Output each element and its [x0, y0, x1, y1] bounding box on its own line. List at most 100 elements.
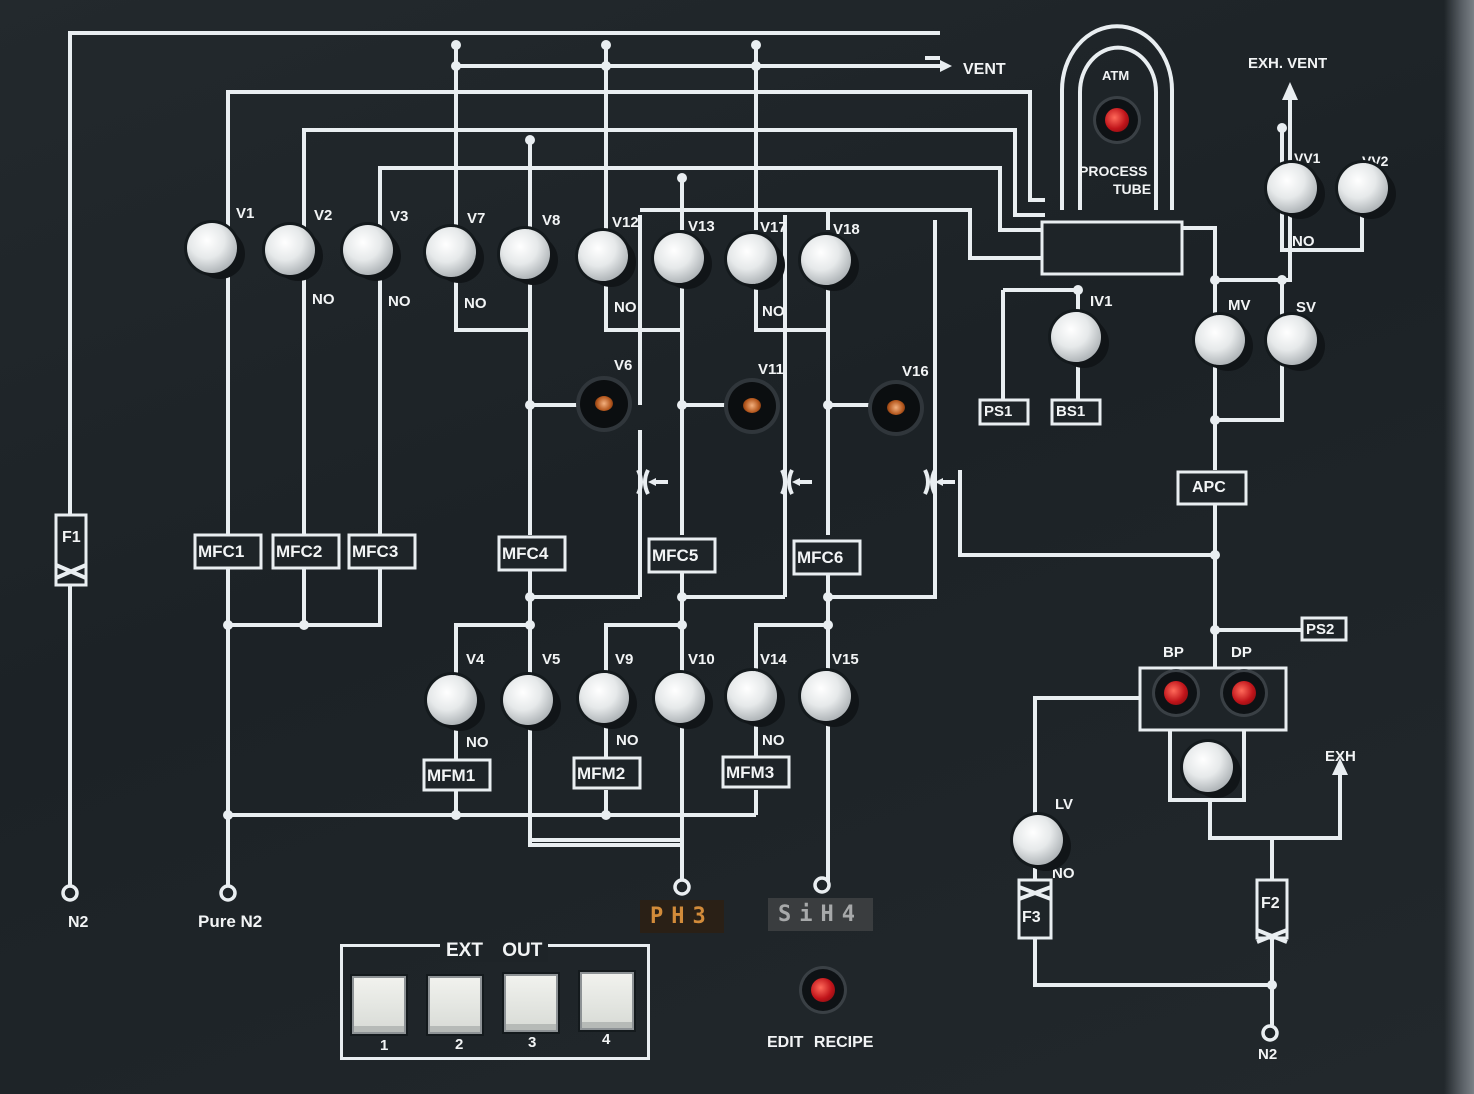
n2-left-port: [61, 884, 79, 902]
n2-right-port: [1261, 1024, 1279, 1042]
valve-v8-label: V8: [542, 212, 561, 229]
valve-vv1-label: VV1: [1294, 150, 1321, 166]
valve-iv1-label: IV1: [1090, 293, 1113, 310]
atm-label: ATM: [1102, 68, 1130, 83]
valve-v16-label: V16: [902, 363, 929, 380]
ext-out-label-3: 3: [528, 1034, 537, 1051]
atm-indicator-lamp: [1096, 99, 1138, 141]
valve-v12-button[interactable]: [578, 231, 628, 281]
valve-v2-label: V2: [314, 207, 333, 224]
exh-label: EXH: [1325, 748, 1356, 765]
dp-label: DP: [1231, 644, 1252, 661]
valve-v9-button[interactable]: [579, 673, 629, 723]
v2-no-label: NO: [312, 291, 335, 308]
valve-v17-label: V17: [760, 219, 787, 236]
v9-no-label: NO: [616, 732, 639, 749]
valve-v12-label: V12: [612, 214, 639, 231]
valve-v17-button[interactable]: [727, 234, 777, 284]
n2-right-label: N2: [1258, 1046, 1278, 1063]
ext-out-label-2: 2: [455, 1036, 464, 1053]
mfc5-label: MFC5: [652, 546, 699, 565]
pump-control-button[interactable]: [1183, 742, 1233, 792]
ph3-port: [673, 878, 691, 896]
mfc2-label: MFC2: [276, 542, 323, 561]
lv-no-label: NO: [1052, 865, 1075, 882]
tube-label: TUBE: [1113, 181, 1152, 197]
valve-v5-button[interactable]: [503, 675, 553, 725]
bp-indicator-lamp: [1155, 672, 1197, 714]
needle-valve-v6[interactable]: [580, 380, 628, 428]
ext-out-button-4[interactable]: [580, 972, 634, 1030]
valve-v9-label: V9: [615, 651, 634, 668]
mfm2-label: MFM2: [577, 764, 626, 783]
exh-vent-label: EXH. VENT: [1248, 55, 1328, 72]
bs1-label: BS1: [1056, 403, 1086, 420]
valve-lv-label: LV: [1055, 796, 1074, 813]
valve-v15-label: V15: [832, 651, 859, 668]
bp-label: BP: [1163, 644, 1184, 661]
n2-left-label: N2: [68, 914, 89, 931]
pure-n2-label: Pure N2: [198, 912, 263, 931]
sih4-nameplate: SiH4: [768, 898, 873, 931]
needle-valve-v11[interactable]: [728, 382, 776, 430]
dp-indicator-lamp: [1223, 672, 1265, 714]
ext-out-button-3[interactable]: [504, 974, 558, 1032]
valve-v15-button[interactable]: [801, 671, 851, 721]
process-label: PROCESS: [1079, 163, 1148, 179]
edit-recipe-lamp: [802, 969, 844, 1011]
filter-f1-label: F1: [62, 529, 81, 546]
ph3-nameplate: PH3: [640, 900, 724, 933]
v12-no-label: NO: [614, 299, 637, 316]
valve-v3-button[interactable]: [343, 225, 393, 275]
valve-v18-button[interactable]: [801, 235, 851, 285]
valve-lv-button[interactable]: [1013, 815, 1063, 865]
valve-iv1-button[interactable]: [1051, 312, 1101, 362]
needle-valve-v16[interactable]: [872, 384, 920, 432]
valve-mv-button[interactable]: [1195, 315, 1245, 365]
apc-label: APC: [1192, 479, 1226, 496]
valve-v7-button[interactable]: [426, 227, 476, 277]
ext-out-label-4: 4: [602, 1031, 611, 1048]
vent-label: VENT: [963, 61, 1006, 78]
v7-no-label: NO: [464, 295, 487, 312]
mfc4-label: MFC4: [502, 544, 549, 563]
v4-no-label: NO: [466, 734, 489, 751]
valve-v10-button[interactable]: [655, 673, 705, 723]
valve-mv-label: MV: [1228, 297, 1251, 314]
valve-v1-label: V1: [236, 205, 255, 222]
v14-no-label: NO: [762, 732, 785, 749]
mfc1-label: MFC1: [198, 542, 245, 561]
valve-v1-button[interactable]: [187, 223, 237, 273]
v3-no-label: NO: [388, 293, 411, 310]
valve-v18-label: V18: [833, 221, 860, 238]
mfc6-label: MFC6: [797, 548, 844, 567]
sih4-port: [813, 876, 831, 894]
mfm3-label: MFM3: [726, 763, 775, 782]
valve-v11-label: V11: [758, 361, 784, 378]
valve-v13-button[interactable]: [654, 233, 704, 283]
edit-recipe-label: EDIT RECIPE: [767, 1034, 874, 1051]
valve-v10-label: V10: [688, 651, 715, 668]
ext-out-button-2[interactable]: [428, 976, 482, 1034]
ps2-label: PS2: [1306, 621, 1335, 638]
valve-vv2-button[interactable]: [1338, 163, 1388, 213]
valve-v4-label: V4: [466, 651, 485, 668]
valve-v2-button[interactable]: [265, 225, 315, 275]
ps1-label: PS1: [984, 403, 1013, 420]
mfc3-label: MFC3: [352, 542, 399, 561]
valve-v8-button[interactable]: [500, 229, 550, 279]
valve-sv-button[interactable]: [1267, 315, 1317, 365]
valve-v6-label: V6: [614, 357, 633, 374]
ext-out-button-1[interactable]: [352, 976, 406, 1034]
pure-n2-port: [219, 884, 237, 902]
valve-v3-label: V3: [390, 208, 409, 225]
filter-f3-label: F3: [1022, 909, 1041, 926]
valve-vv1-button[interactable]: [1267, 163, 1317, 213]
valve-v14-button[interactable]: [727, 671, 777, 721]
valve-v4-button[interactable]: [427, 675, 477, 725]
filter-f2-label: F2: [1261, 895, 1280, 912]
ext-out-label-1: 1: [380, 1037, 389, 1054]
valve-v5-label: V5: [542, 651, 561, 668]
